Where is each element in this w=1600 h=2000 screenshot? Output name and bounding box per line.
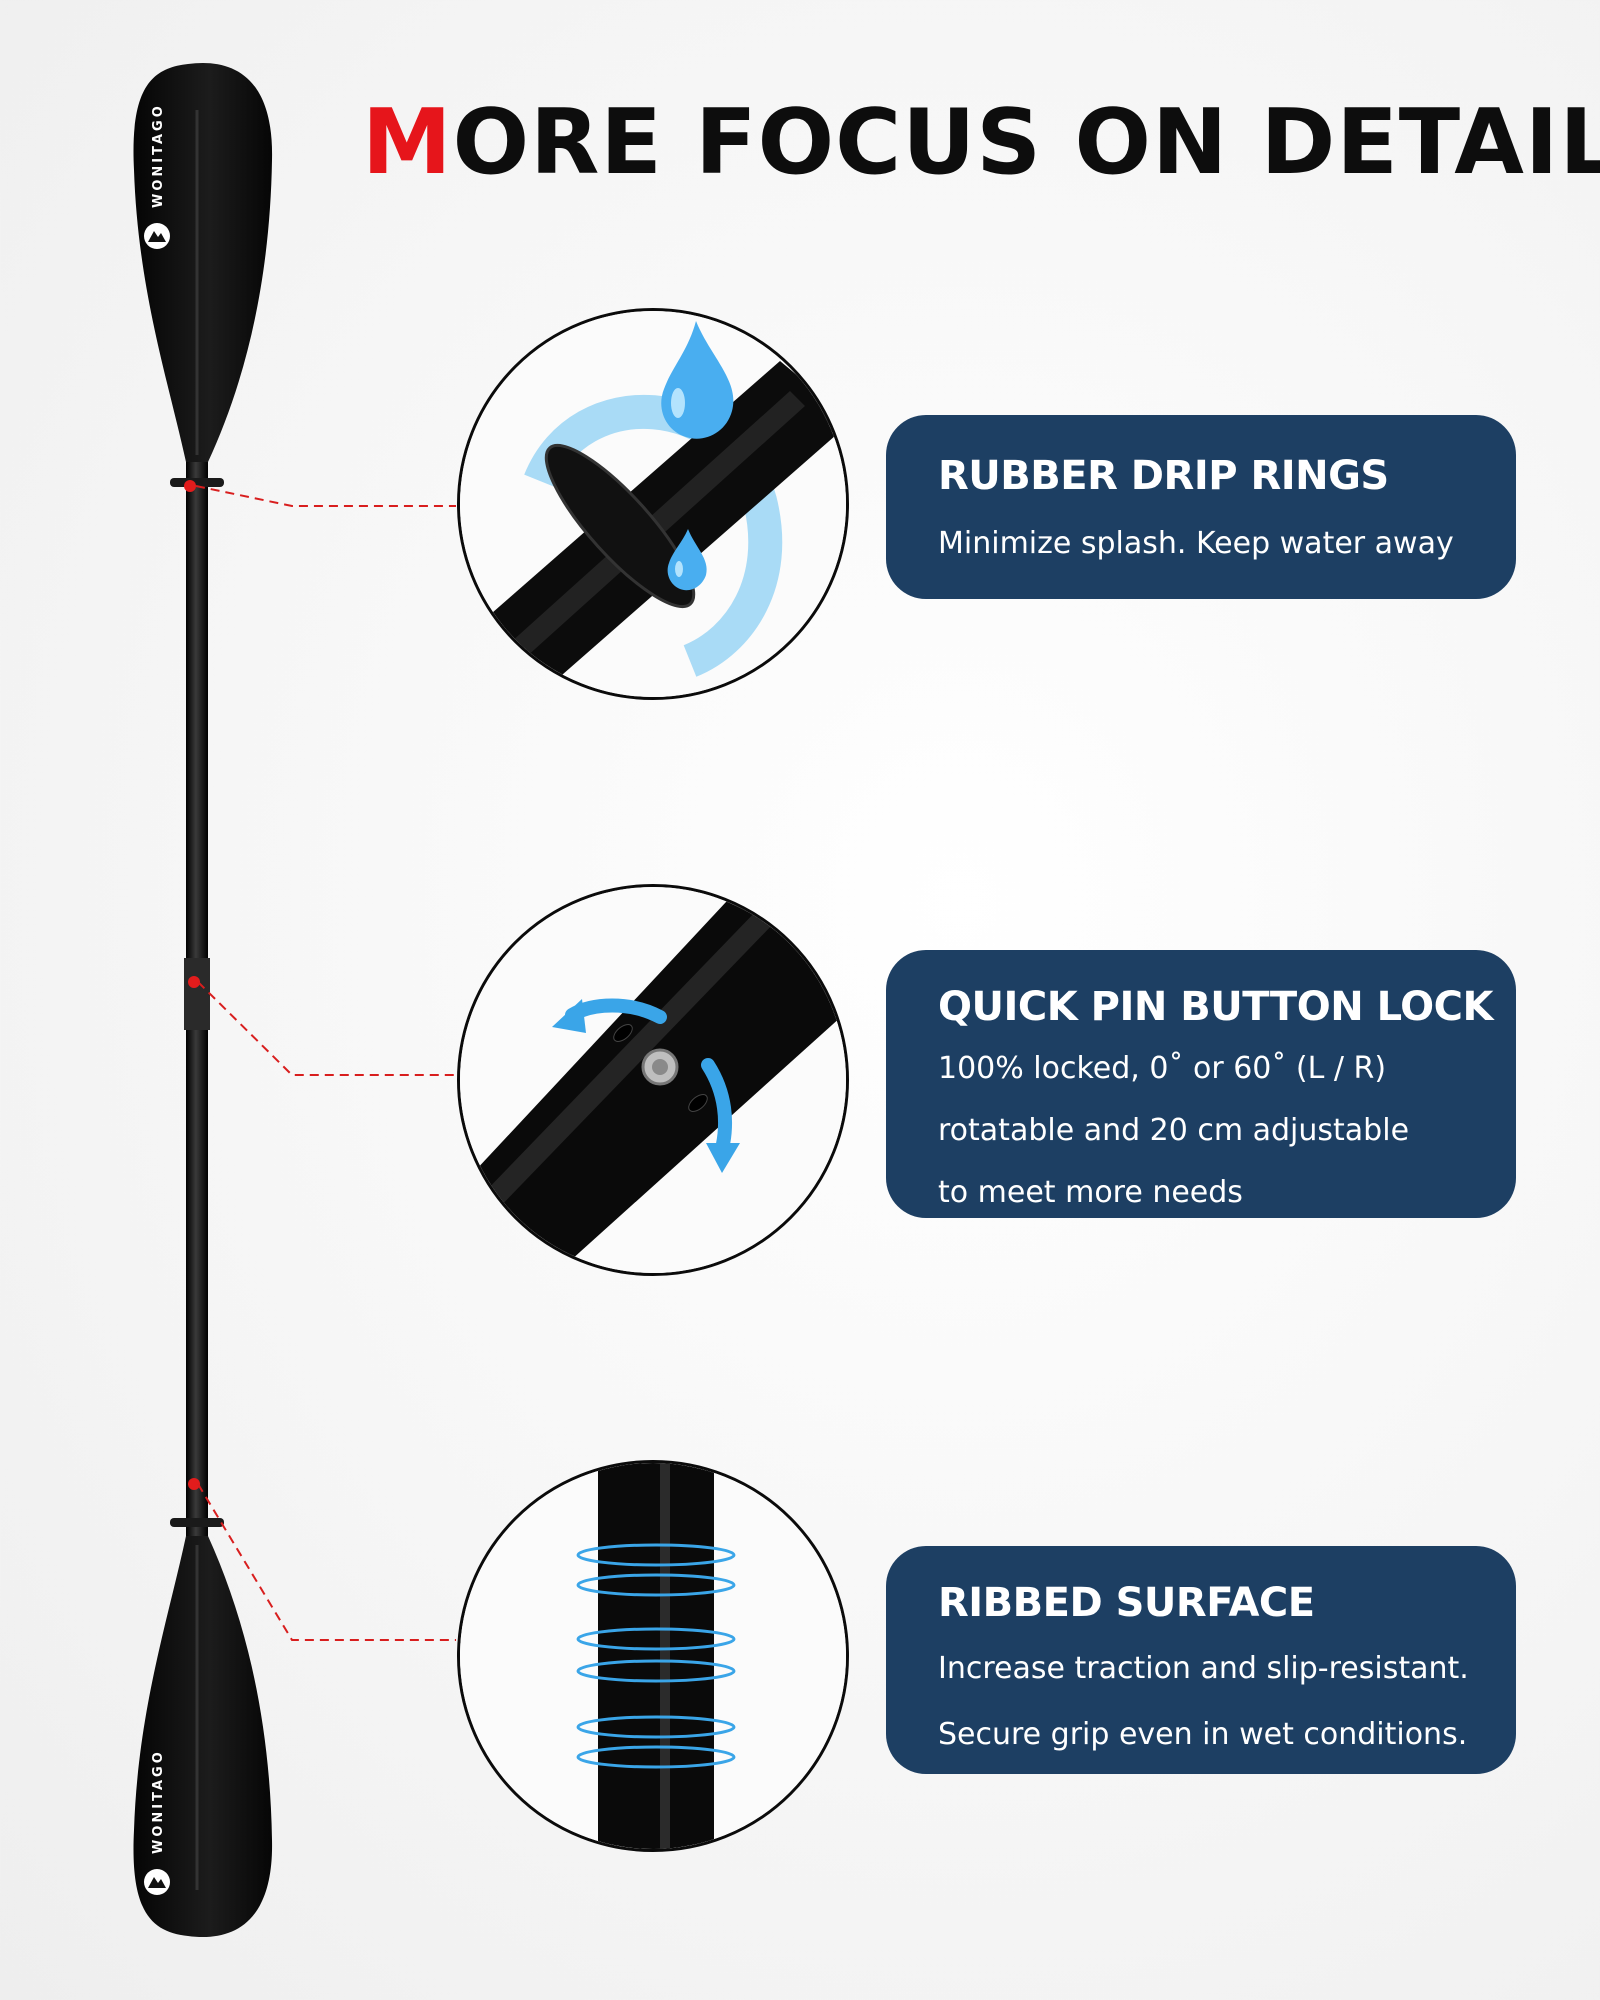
brand-logo-top (144, 223, 170, 249)
feature-description-line: rotatable and 20 cm adjustable (938, 1113, 1410, 1148)
top-blade (133, 62, 273, 487)
feature-title: QUICK PIN BUTTON LOCK (938, 984, 1494, 1030)
callout-line-pin-lock (197, 981, 456, 1076)
feature-description-line: Minimize splash. Keep water away (938, 526, 1454, 561)
marker-dot (188, 1478, 200, 1490)
feature-title: RUBBER DRIP RINGS (938, 453, 1389, 499)
feature-card-ribbed-surface: RIBBED SURFACE Increase traction and sli… (886, 1546, 1516, 1774)
feature-description-line: Secure grip even in wet conditions. (938, 1717, 1468, 1752)
feature-card-drip-rings: RUBBER DRIP RINGS Minimize splash. Keep … (886, 415, 1516, 599)
feature-description-line: to meet more needs (938, 1175, 1243, 1210)
feature-title: RIBBED SURFACE (938, 1580, 1315, 1626)
brand-wordmark-top: WONITAGO (151, 103, 166, 208)
bottom-blade (133, 1518, 273, 1938)
feature-description-line: 100% locked, 0˚ or 60˚ (L / R) (938, 1051, 1387, 1086)
shaft-joint (184, 958, 210, 1030)
title-accent-letter: M (362, 90, 453, 195)
kayak-paddle-image: WONITAGO WONITAGO (133, 62, 273, 1938)
water-drop-icon (667, 529, 707, 591)
brand-wordmark-bottom: WONITAGO (151, 1749, 166, 1854)
feature-description-line: Increase traction and slip-resistant. (938, 1651, 1469, 1686)
drip-ring (544, 443, 696, 609)
callout-lines (195, 485, 456, 1641)
marker-dot (184, 480, 196, 492)
callout-line-ribbed (197, 1483, 456, 1641)
callout-line-drip-rings (195, 485, 456, 507)
brand-logo-bottom (144, 1869, 170, 1895)
drip-ring-detail-image (457, 308, 849, 700)
shaft-section (598, 1463, 714, 1849)
feature-card-pin-lock: QUICK PIN BUTTON LOCK 100% locked, 0˚ or… (886, 950, 1516, 1218)
grip-rings (576, 1543, 736, 1769)
page-title: MORE FOCUS ON DETAIL (362, 98, 1600, 188)
title-rest: ORE FOCUS ON DETAIL (452, 90, 1600, 195)
pin-button (641, 1048, 679, 1086)
ribbed-surface-detail-image (457, 1460, 849, 1852)
water-drop-icon (661, 321, 734, 439)
pin-lock-detail-image (457, 884, 849, 1276)
marker-dot (188, 976, 200, 988)
